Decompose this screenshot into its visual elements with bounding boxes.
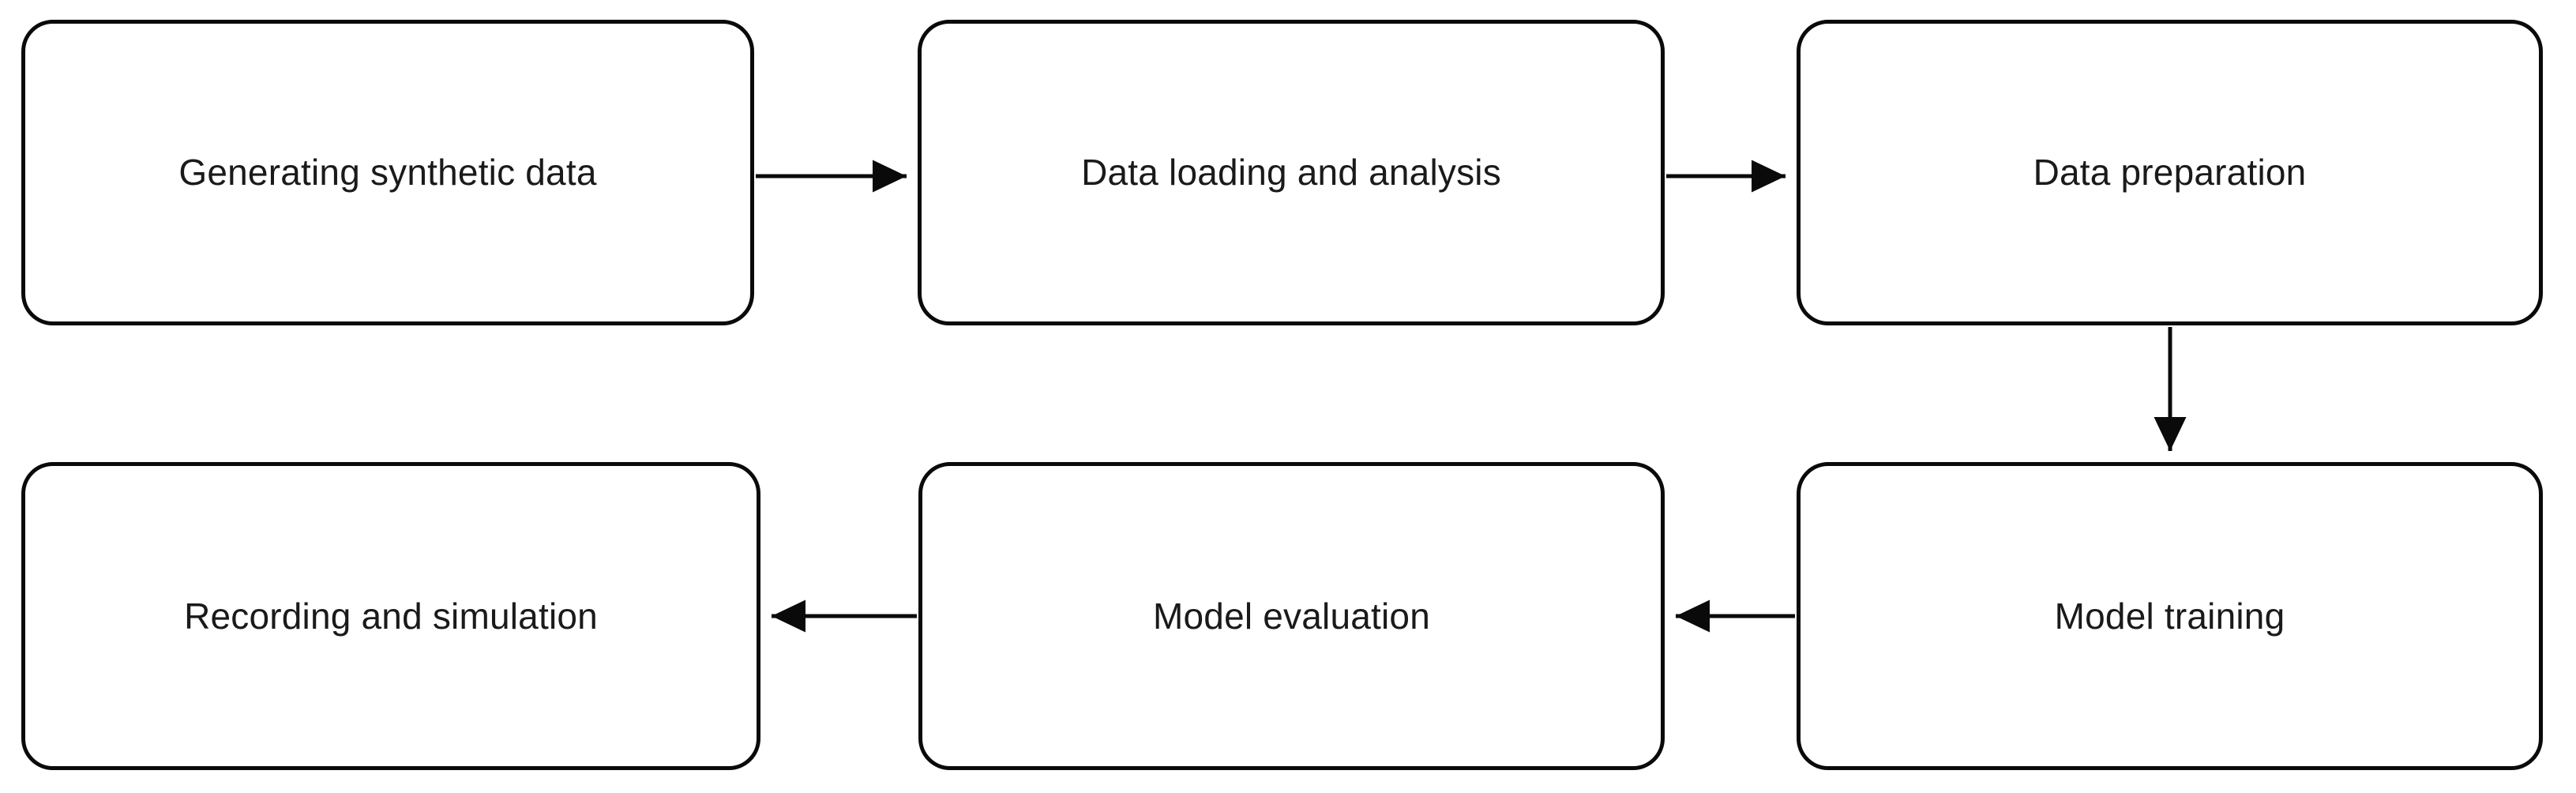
node-data-preparation[interactable]: Data preparation [1797, 20, 2543, 325]
node-model-evaluation[interactable]: Model evaluation [918, 462, 1665, 770]
node-generating-synthetic-data[interactable]: Generating synthetic data [21, 20, 754, 325]
node-data-loading-and-analysis[interactable]: Data loading and analysis [918, 20, 1665, 325]
node-model-training[interactable]: Model training [1797, 462, 2543, 770]
node-label: Model evaluation [1153, 595, 1430, 637]
node-label: Model training [2054, 595, 2285, 637]
node-label: Generating synthetic data [178, 152, 597, 194]
node-label: Data preparation [2033, 152, 2307, 194]
node-label: Recording and simulation [184, 595, 598, 637]
node-recording-and-simulation[interactable]: Recording and simulation [21, 462, 760, 770]
node-label: Data loading and analysis [1081, 152, 1501, 194]
